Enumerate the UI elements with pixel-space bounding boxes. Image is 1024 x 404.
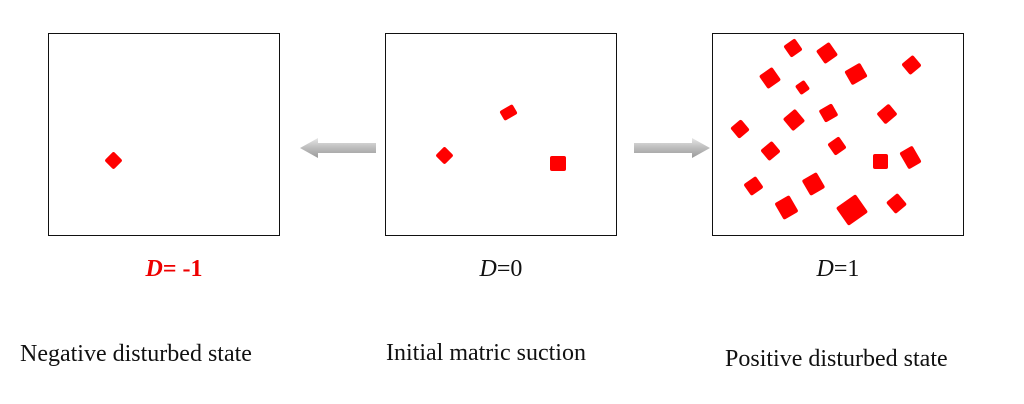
d-label-positive: D=1 [816, 256, 860, 282]
red-particle [499, 103, 518, 122]
red-particle [844, 62, 868, 86]
red-particle [794, 79, 811, 96]
positive-disturbed-state-box [712, 33, 964, 236]
d-label-initial: D=0 [479, 256, 523, 282]
red-particle [782, 108, 806, 132]
red-particle [873, 154, 888, 169]
red-particle [899, 145, 922, 170]
red-particle [901, 54, 922, 76]
red-particle [783, 38, 803, 58]
d-label-negative: D= -1 [145, 256, 203, 282]
red-particle [835, 194, 869, 226]
caption-positive-disturbed-state: Positive disturbed state [725, 346, 948, 372]
caption-negative-disturbed-state: Negative disturbed state [20, 341, 252, 367]
red-particle [104, 151, 123, 170]
red-particle [743, 175, 764, 197]
red-particle [758, 66, 782, 90]
right-arrow-icon [634, 138, 710, 158]
initial-matric-suction-box [385, 33, 617, 236]
red-particle [550, 156, 566, 171]
red-particle [818, 103, 839, 123]
red-particle [815, 41, 839, 65]
caption-initial-matric-suction: Initial matric suction [386, 340, 586, 366]
red-particle [435, 146, 454, 165]
left-arrow-icon [300, 138, 376, 158]
red-particle [827, 136, 847, 156]
red-particle [774, 195, 799, 220]
red-particle [876, 103, 898, 125]
red-particle [760, 140, 781, 162]
negative-disturbed-state-box [48, 33, 280, 236]
red-particle [730, 119, 750, 139]
red-particle [885, 192, 908, 215]
red-particle [801, 171, 826, 197]
